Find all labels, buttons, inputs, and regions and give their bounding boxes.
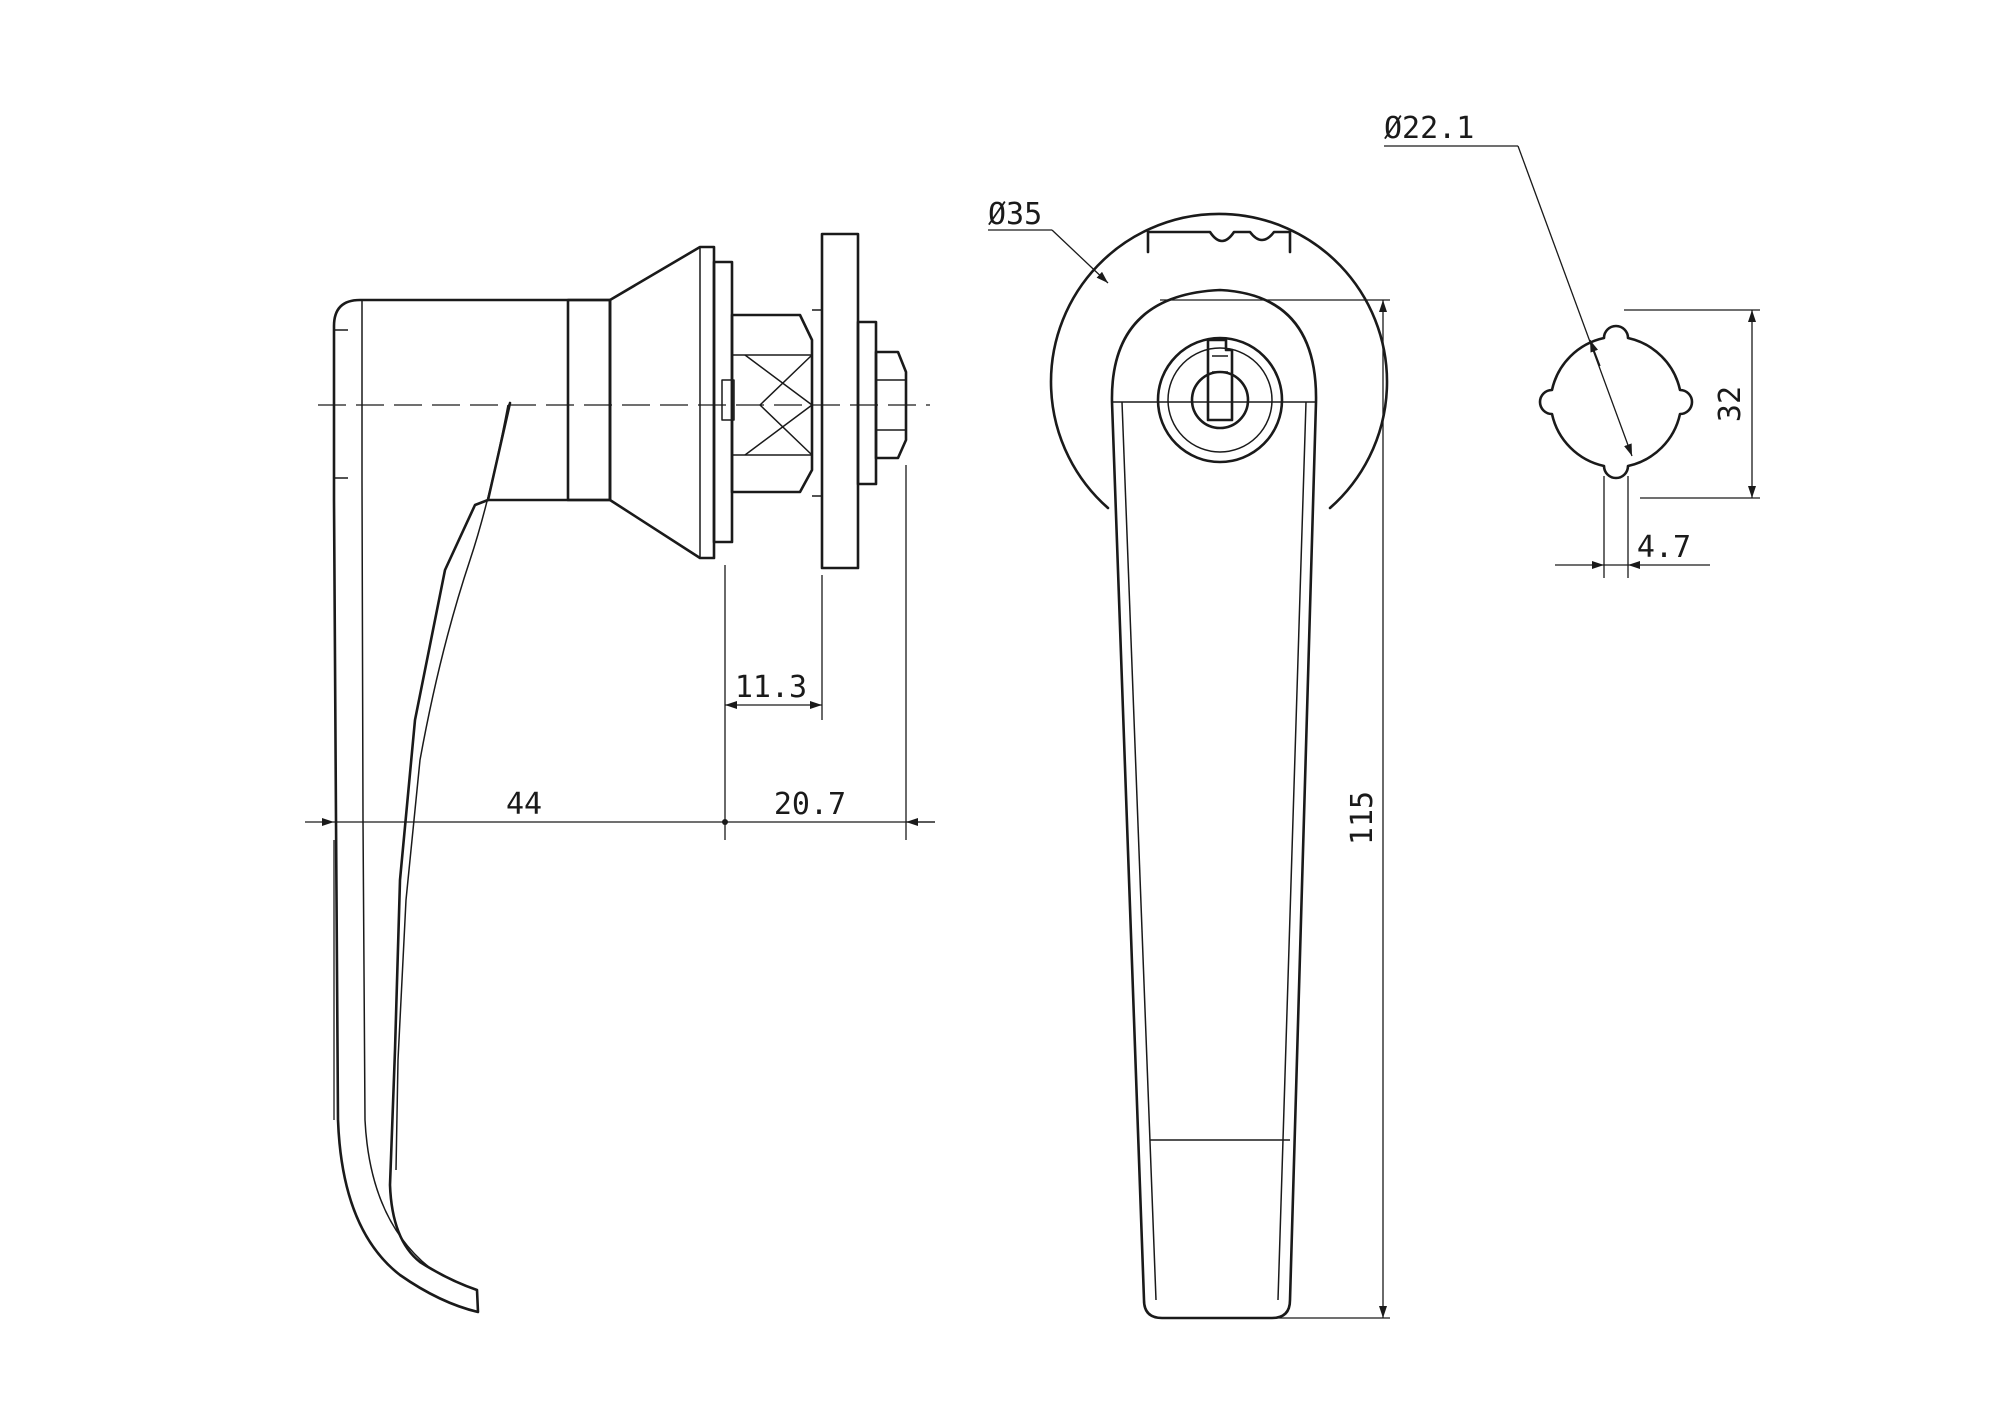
dim-32: 32 bbox=[1713, 386, 1748, 422]
key-cylinder-outer bbox=[1156, 336, 1284, 464]
flange-ring bbox=[712, 260, 734, 544]
rosette-circle bbox=[1049, 212, 1389, 510]
side-view: 11.3 44 20.7 bbox=[305, 232, 935, 1314]
dim-4-7: 4.7 bbox=[1637, 530, 1691, 565]
dim-dia35-arrow bbox=[1051, 229, 1109, 284]
conical-body bbox=[608, 245, 716, 560]
cam-plate bbox=[820, 232, 860, 570]
lever-neck bbox=[486, 401, 512, 502]
key-slot bbox=[1206, 338, 1234, 422]
lever-handle-outline bbox=[332, 298, 612, 1314]
lever-handle-inner-line bbox=[361, 300, 431, 1269]
dim-20-7: 20.7 bbox=[774, 787, 846, 822]
dim-dia22-1: Ø22.1 bbox=[1384, 111, 1474, 146]
hex-nut bbox=[730, 313, 814, 494]
dim-dia35: Ø35 bbox=[988, 197, 1042, 232]
bolt-shank bbox=[856, 320, 878, 486]
key-profile-view: Ø22.1 32 4.7 bbox=[1384, 111, 1760, 578]
lever-front-inner-left bbox=[1121, 401, 1157, 1301]
dim-11-3: 11.3 bbox=[735, 670, 807, 705]
key-cylinder-inner bbox=[1167, 347, 1273, 453]
hub-cylinder bbox=[566, 298, 612, 502]
lever-front-inner-right bbox=[1277, 401, 1307, 1301]
front-view: Ø35 115 bbox=[988, 197, 1390, 1320]
nut-key bbox=[721, 379, 735, 421]
key-profile-outline bbox=[1538, 324, 1694, 480]
bolt-head bbox=[874, 350, 908, 460]
dim-115: 115 bbox=[1345, 791, 1380, 845]
lever-front-outline bbox=[1110, 288, 1318, 1320]
dim-44: 44 bbox=[506, 787, 542, 822]
rosette-top-tab bbox=[1146, 230, 1292, 254]
dim-dia22-1-line bbox=[1517, 145, 1633, 457]
dim-dia22-1-arrow-top bbox=[1589, 339, 1601, 367]
lever-handle-inner-curve bbox=[395, 404, 509, 1171]
